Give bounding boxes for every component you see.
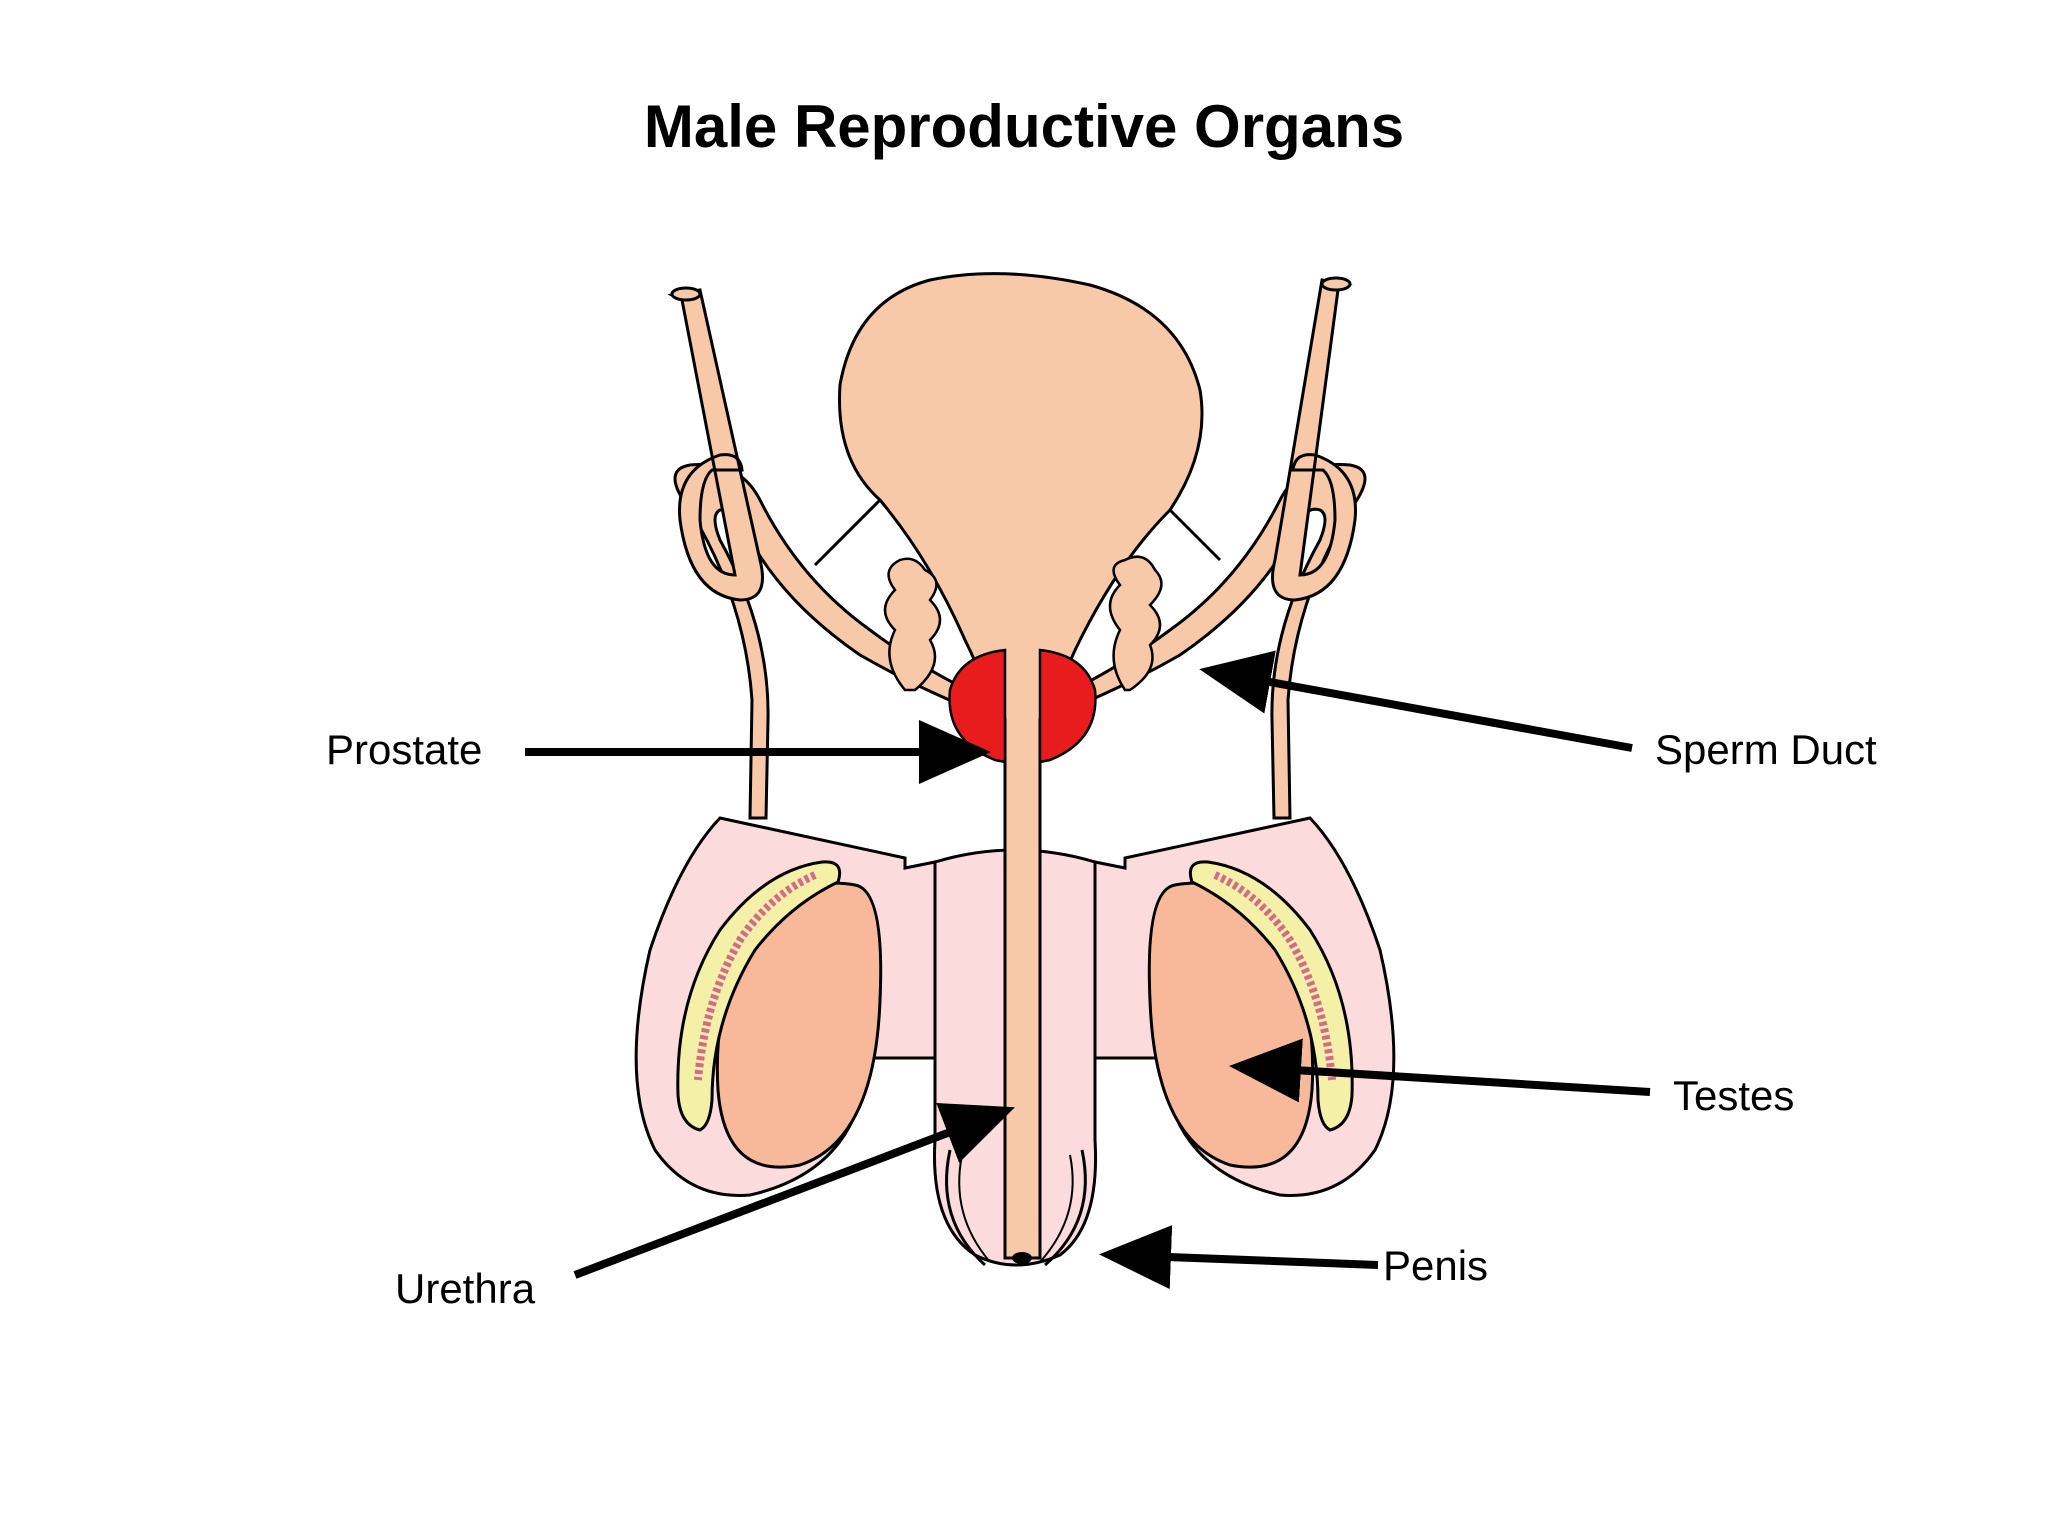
arrow-penis (1099, 1225, 1379, 1290)
vas-deferens-right (1271, 278, 1357, 602)
seminal-vesicle-left (883, 557, 942, 692)
label-urethra: Urethra (395, 1265, 536, 1312)
label-prostate: Prostate (326, 726, 483, 773)
ligament-left (813, 498, 882, 567)
glans-fold-right-inner (1039, 1154, 1074, 1263)
diagram-title: Male Reproductive Organs (643, 93, 1405, 160)
bladder (838, 272, 1204, 1260)
ligament-right (1168, 508, 1222, 562)
urethra-opening (1012, 1252, 1032, 1264)
seminal-vesicle-right (1108, 555, 1163, 692)
epididymis-left-coil (694, 871, 817, 1081)
label-testes: Testes (1673, 1072, 1795, 1119)
epididymis-right-coil (1213, 871, 1336, 1081)
epididymis-right (1188, 860, 1354, 1132)
vas-deferens-right-opening (1320, 276, 1352, 292)
glans-fold-right (1044, 1149, 1087, 1267)
glans-fold-left-inner (958, 1154, 991, 1263)
arrow-sperm-duct (1199, 650, 1633, 752)
label-sperm-duct: Sperm Duct (1655, 726, 1877, 773)
glans-fold-left (945, 1149, 987, 1267)
arrow-urethra (573, 1103, 1015, 1279)
epididymis-left (676, 860, 842, 1132)
label-penis: Penis (1383, 1242, 1489, 1289)
vas-deferens-left (667, 288, 764, 602)
vas-deferens-left-opening (670, 286, 702, 302)
arrow-testes (1229, 1038, 1651, 1103)
